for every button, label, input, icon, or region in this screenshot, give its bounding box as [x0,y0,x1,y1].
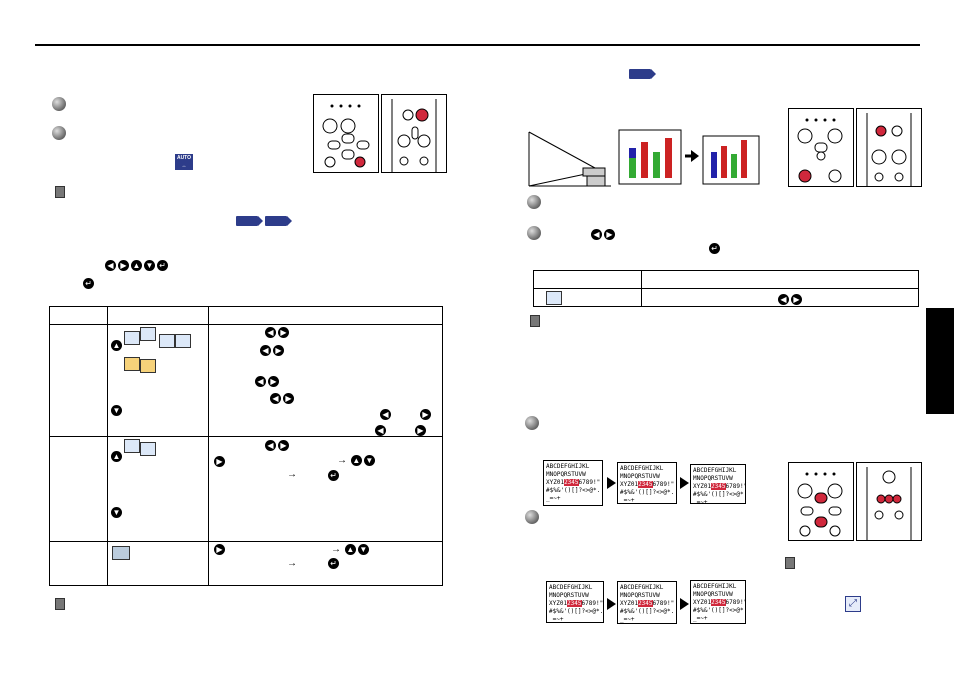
page-reference-tag-2[interactable] [265,216,292,226]
sequence-arrow [680,598,689,610]
enter-icon: ↵ [709,243,720,255]
step-3-bullet [527,195,541,209]
left-arrow-icon: ◀ [265,439,276,451]
left-arrow-icon: ◀ [778,294,789,306]
right-arrow-icon: ▶ [604,229,615,241]
step-2-bullet [52,126,66,140]
note-icon-1 [55,186,65,198]
enter-legend: ↵ [82,275,95,293]
note-icon-2 [55,598,65,610]
right-arrow-icon: ▶ [118,260,129,271]
remote-control-icon [391,99,437,172]
adjustment-table: ▲ ▼ ◀▶ ◀▶ ◀▶ ◀▶ ◀ ▶ ◀ ▶ ▲ ▼ ◀▶ ▶ [49,305,443,587]
detail-controls: ◀▶ ▶ → ▲▼ → ↵ [208,436,443,542]
text-sample-2: ABCDEFGHIJKL MNOPQRSTUVW XYZ0123456789!"… [617,462,677,504]
sequence-arrow [680,477,689,489]
right-arrow-icon: ▶ [420,409,431,421]
up-arrow-icon: ▲ [111,340,122,352]
enter-icon: ↵ [328,557,339,569]
note-icon-4 [785,557,795,569]
mode-controls: ▶ → ▲▼ → ↵ [208,540,443,587]
step-4-bullet [527,226,541,240]
enter-button-ref: ↵ [708,240,721,258]
step-5-bullet [525,416,539,430]
sequence-arrow [607,477,616,489]
enter-icon: ↵ [157,260,168,271]
right-arrow-icon: ▶ [415,425,426,437]
bar-chart-icon [629,138,672,178]
remote-panel-right-3 [788,462,854,541]
right-arrow-icon: ▶ [273,345,284,357]
down-arrow-icon: ▼ [363,455,375,467]
up-arrow-icon: ▲ [131,260,142,271]
up-arrow-icon: ▲ [350,455,362,467]
enter-icon: ↵ [83,278,94,290]
text-sample-3: ABCDEFGHIJKL MNOPQRSTUVW XYZ0123456789!"… [690,464,746,504]
step-1-bullet [52,97,66,111]
text-sample-1: ABCDEFGHIJKL MNOPQRSTUVW XYZ0123456789!"… [543,460,603,506]
remote-panel-left-2 [381,94,447,173]
right-arrow-icon: ▶ [268,376,279,388]
step-6-bullet [525,510,539,524]
page-reference-tag-3[interactable] [629,69,656,79]
up-arrow-icon: ▲ [111,451,122,463]
remote-buttons-icon [322,104,370,168]
left-arrow-icon: ◀ [375,425,386,437]
text-sample-4: ABCDEFGHIJKL MNOPQRSTUVW XYZ0123456789!"… [546,581,604,623]
left-arrow-icon: ◀ [105,260,116,271]
down-arrow-icon: ▼ [357,543,369,555]
right-arrow-icon: ▶ [283,393,294,405]
down-arrow-icon: ▼ [111,507,122,519]
remote-buttons-icon [797,118,843,183]
text-sample-6: ABCDEFGHIJKL MNOPQRSTUVW XYZ0123456789!"… [690,580,746,624]
button-legend: ◀▶▲▼↵ [104,260,169,271]
remote-panel-left-1 [313,94,379,173]
down-arrow-icon: ▼ [111,405,122,417]
left-arrow-icon: ◀ [260,345,271,357]
keystone-buttons: ◀▶ [590,226,616,244]
enter-icon: ↵ [328,469,339,481]
remote-buttons-icon [797,472,843,537]
menu-icons [124,327,208,374]
auto-setting-icon: AUTO↔ [175,154,193,170]
remote-control-icon [866,467,912,540]
right-arrow-icon: ▶ [214,543,225,555]
text-sample-5: ABCDEFGHIJKL MNOPQRSTUVW XYZ0123456789!"… [617,581,677,624]
remote-control-icon [866,113,912,186]
resize-icon: ⤢ [845,596,861,612]
left-arrow-icon: ◀ [255,376,266,388]
right-arrow-icon: ▶ [278,439,289,451]
up-arrow-icon: ▲ [344,543,356,555]
top-rule [35,44,920,46]
note-icon-3 [530,315,540,327]
left-arrow-icon: ◀ [591,229,602,241]
projection-illustration [528,129,760,187]
keystone-table: ◀▶ [533,270,919,307]
left-arrow-icon: ◀ [270,393,281,405]
page-reference-tag-1[interactable] [236,216,263,226]
remote-panel-right-4 [856,462,922,541]
right-arrow-icon: ▶ [791,294,802,306]
chapter-side-tab [926,308,954,414]
right-arrow-icon: ▶ [278,327,289,339]
down-arrow-icon: ▼ [144,260,155,271]
adjustment-controls: ◀▶ ◀▶ ◀▶ ◀▶ ◀ ▶ ◀ ▶ [208,324,443,438]
left-arrow-icon: ◀ [265,327,276,339]
right-arrow-icon: ▶ [214,455,225,467]
left-arrow-icon: ◀ [380,409,391,421]
remote-panel-right-1 [788,108,854,187]
remote-panel-right-2 [856,108,922,187]
sequence-arrow [607,598,616,610]
